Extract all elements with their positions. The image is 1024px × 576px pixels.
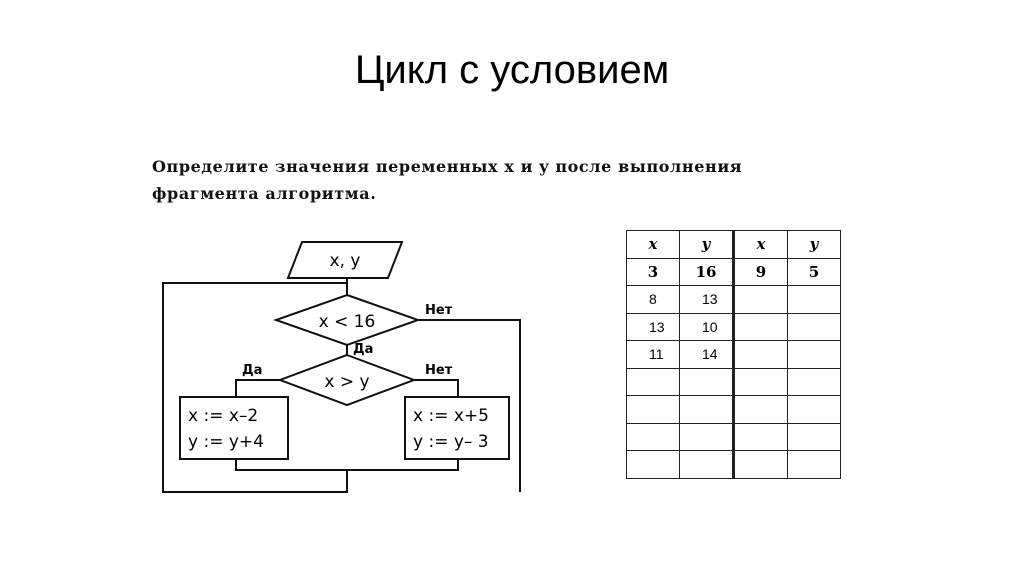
- table-cell: [787, 367, 841, 396]
- table-row: [626, 395, 841, 424]
- loop-return-line: [235, 459, 459, 471]
- task-text: Определите значения переменных x и y пос…: [152, 153, 892, 207]
- table-cell: [787, 285, 841, 314]
- yes-block-line-1: x := x–2: [188, 406, 258, 426]
- yes-block: [179, 396, 289, 460]
- table-cell: [626, 395, 680, 424]
- table-cell: 3: [626, 257, 680, 286]
- table-cell: [732, 395, 788, 424]
- table-header-cell: y: [679, 230, 734, 259]
- loop-condition-text: x < 16: [319, 312, 376, 332]
- table-cell: [787, 422, 841, 451]
- table-cell: [679, 450, 734, 479]
- task-line-2: фрагмента алгоритма.: [152, 184, 377, 203]
- table-cell: [626, 422, 680, 451]
- task-line-1: Определите значения переменных x и y пос…: [152, 157, 743, 176]
- branch-no-label: Нет: [425, 363, 453, 378]
- branch-condition-diamond: [277, 353, 417, 407]
- table-cell: [679, 395, 734, 424]
- table-cell: [732, 340, 788, 369]
- table-cell: [626, 450, 680, 479]
- table-cell: [787, 312, 841, 341]
- loop-exit-label: Нет: [425, 303, 453, 318]
- table-cell: 13: [626, 312, 680, 341]
- loop-exit-line: [418, 319, 521, 492]
- table-cell: [732, 367, 788, 396]
- table-cell: 9: [732, 257, 788, 286]
- table-row: 13 10: [626, 312, 841, 341]
- table-header-row: x y x y: [626, 230, 841, 259]
- trace-table: x y x y 3 16 9 5 8 13 13 10 11 14: [626, 230, 841, 479]
- table-row: 3 16 9 5: [626, 257, 841, 286]
- table-cell: 8: [626, 285, 680, 314]
- branch-condition-text: x > y: [324, 372, 369, 392]
- table-cell: [787, 395, 841, 424]
- no-block-line-1: x := x+5: [413, 406, 489, 426]
- table-cell: [679, 367, 734, 396]
- table-row: 11 14: [626, 340, 841, 369]
- no-block-line-2: y := y– 3: [413, 432, 489, 452]
- table-cell: 16: [679, 257, 734, 286]
- slide-title: Цикл с условием: [354, 48, 670, 92]
- table-row: 8 13: [626, 285, 841, 314]
- table-cell: 5: [787, 257, 841, 286]
- table-row: [626, 367, 841, 396]
- input-text: x, y: [330, 251, 361, 271]
- table-cell: 13: [679, 285, 734, 314]
- input-shape: [286, 241, 404, 279]
- table-cell: 11: [626, 340, 680, 369]
- table-cell: [732, 422, 788, 451]
- table-cell: [787, 340, 841, 369]
- table-header-cell: y: [787, 230, 841, 259]
- table-cell: [732, 285, 788, 314]
- table-header-cell: x: [626, 230, 680, 259]
- table-cell: 14: [679, 340, 734, 369]
- loop-enter-label: Да: [353, 342, 373, 357]
- branch-yes-label: Да: [242, 363, 262, 378]
- table-cell: [679, 422, 734, 451]
- table-cell: [732, 450, 788, 479]
- table-cell: [732, 312, 788, 341]
- table-cell: [626, 367, 680, 396]
- table-header-cell: x: [732, 230, 788, 259]
- table-cell: 10: [679, 312, 734, 341]
- yes-block-line-2: y := y+4: [188, 432, 264, 452]
- table-row: [626, 450, 841, 479]
- table-row: [626, 422, 841, 451]
- table-cell: [787, 450, 841, 479]
